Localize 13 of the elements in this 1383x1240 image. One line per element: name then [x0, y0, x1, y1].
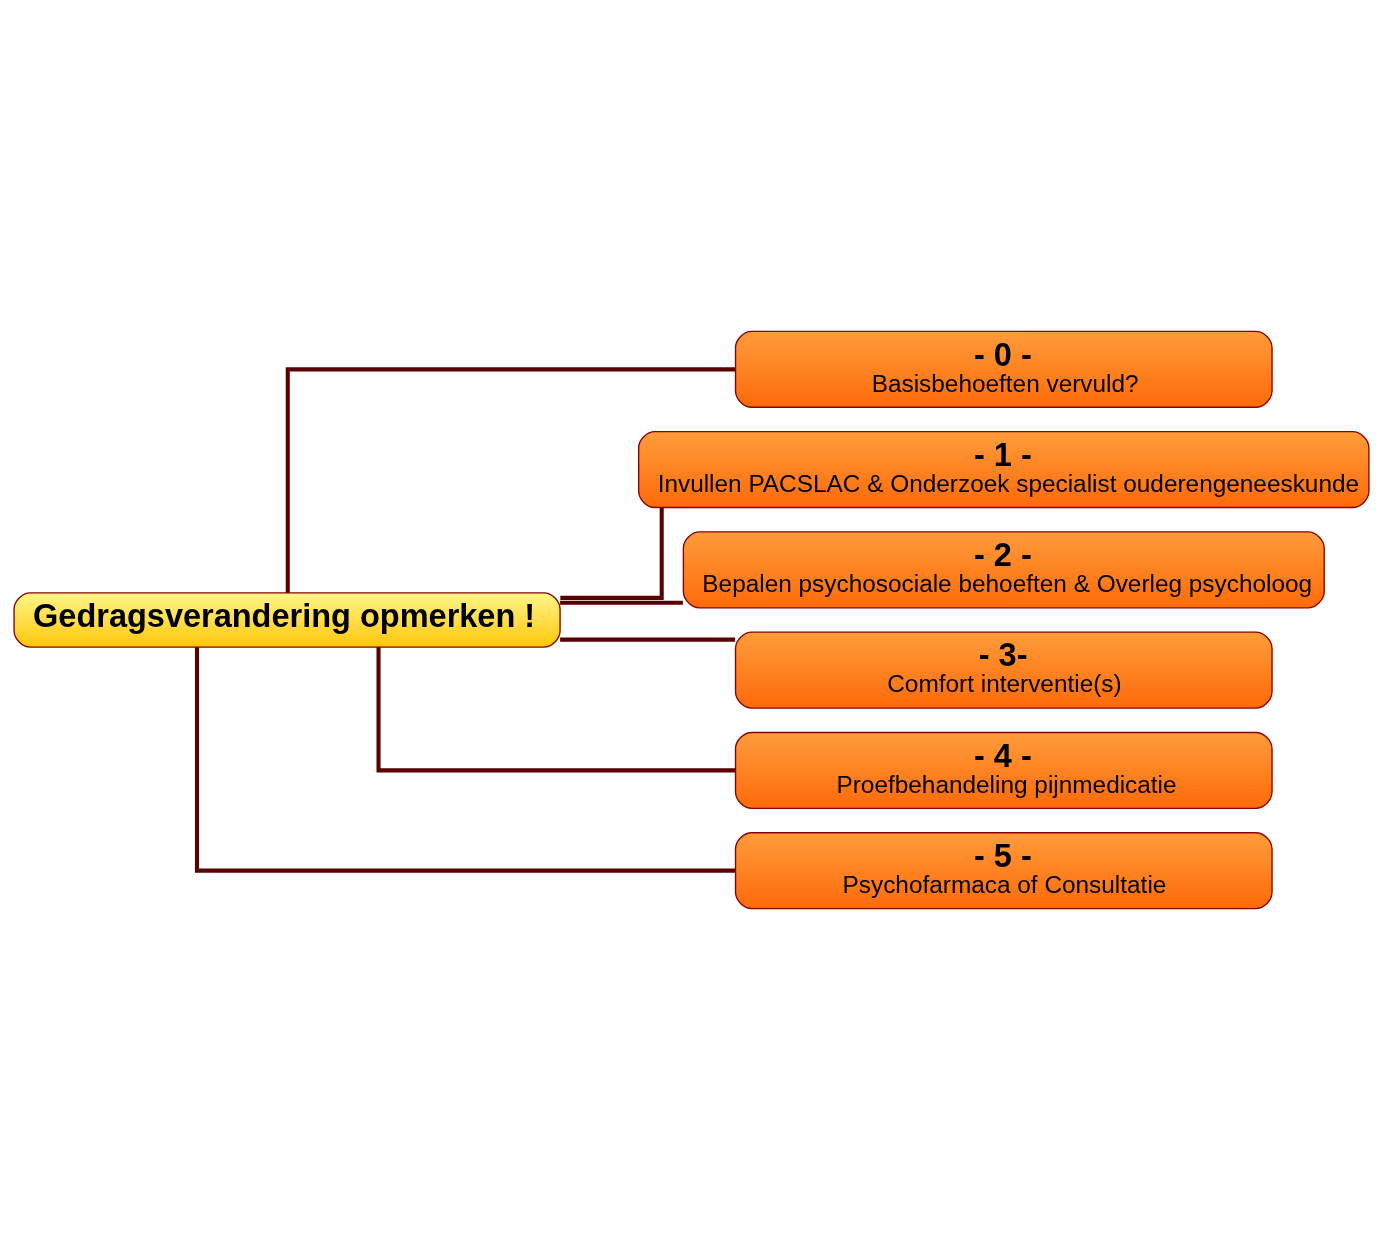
node-box: - 0 - Basisbehoeften vervuld?: [734, 330, 1273, 408]
connector: [194, 647, 736, 873]
node-box: - 1 - Invullen PACSLAC & Onderzoek specialist ouderengeneeskunde: [638, 431, 1370, 509]
connector: [560, 507, 664, 600]
connector: [285, 367, 736, 593]
node-box: - 3- Comfort interventie(s): [734, 631, 1273, 709]
connector: [560, 600, 683, 605]
node-box: - 5 - Psychofarmaca of Consultatie: [734, 832, 1273, 910]
node-box: - 2 - Bepalen psychosociale behoeften & Overleg psycholoog: [682, 531, 1325, 609]
node-box: - 4 - Proefbehandeling pijnmedicatie: [734, 731, 1273, 809]
node-box: Gedragsverandering opmerken !: [13, 592, 561, 648]
connector: [560, 637, 736, 642]
connector: [376, 647, 736, 773]
